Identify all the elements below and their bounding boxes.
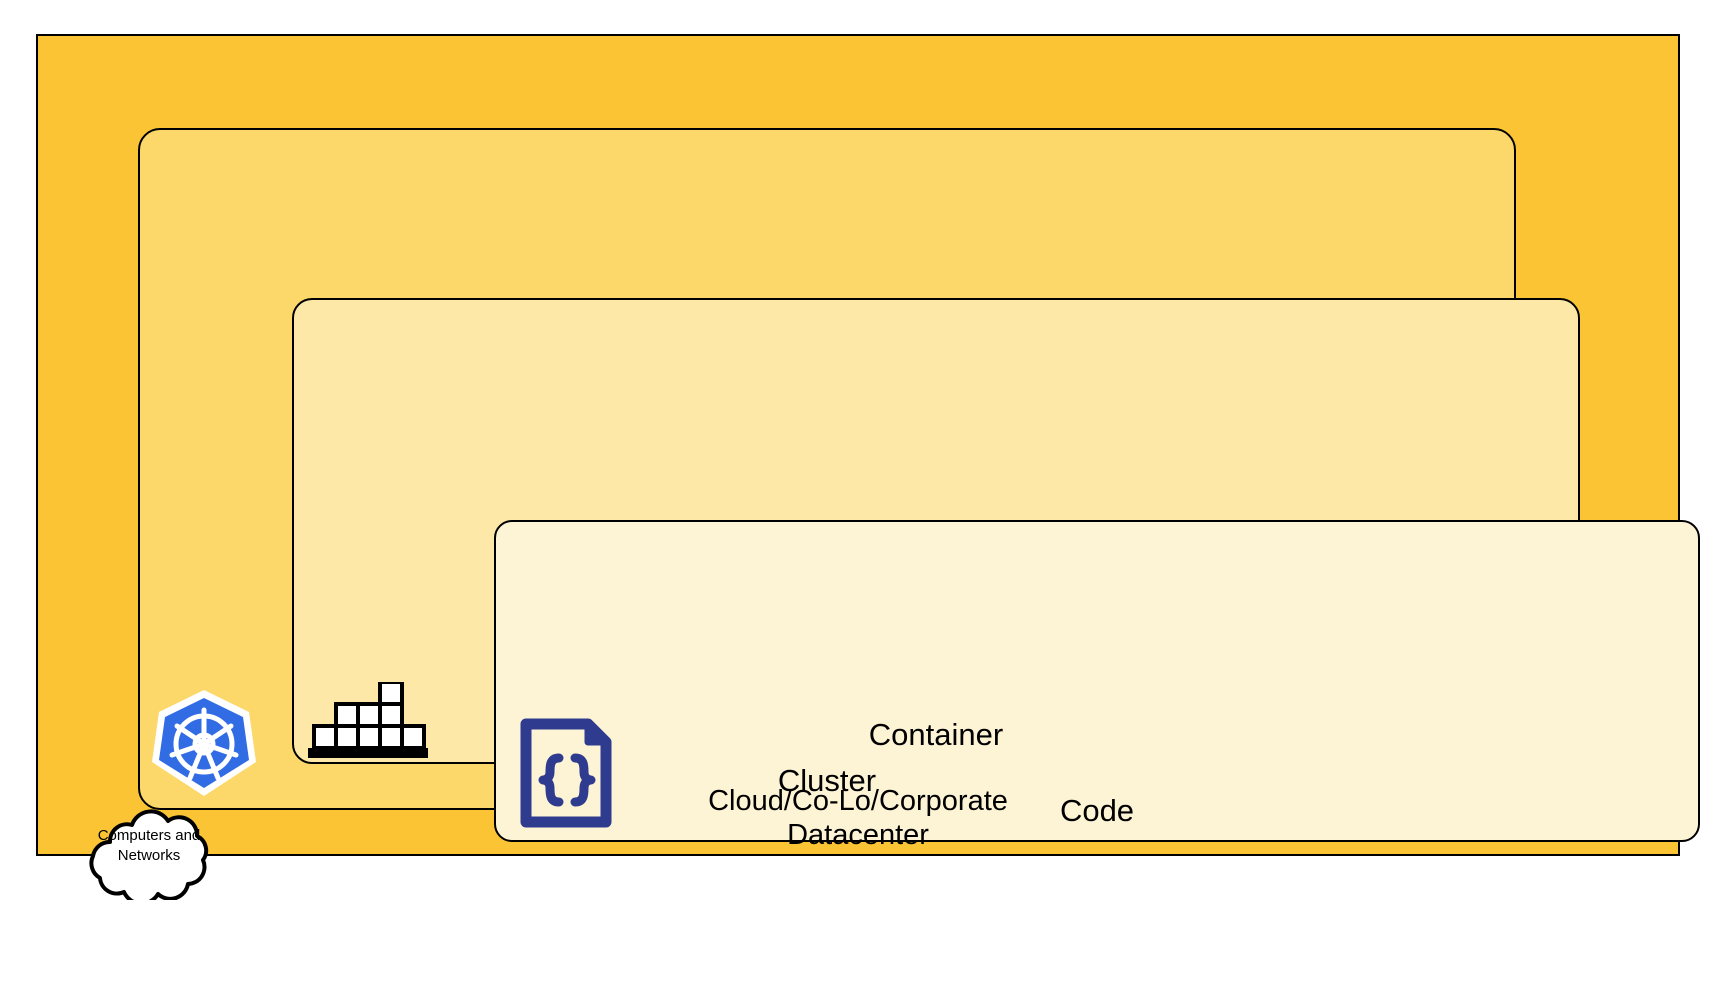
layer-container[interactable]: Code Container [292,298,1700,842]
container-boxes-icon [308,680,428,758]
layer-cluster[interactable]: Code Container [138,128,1700,842]
layer-code[interactable]: Code [494,520,1700,842]
layer-code-label: Code [1059,793,1135,829]
layer-datacenter[interactable]: Code Container [36,34,1700,906]
json-document-icon [516,714,616,832]
kubernetes-helm-icon [150,688,258,798]
cloud-icon [80,808,218,906]
